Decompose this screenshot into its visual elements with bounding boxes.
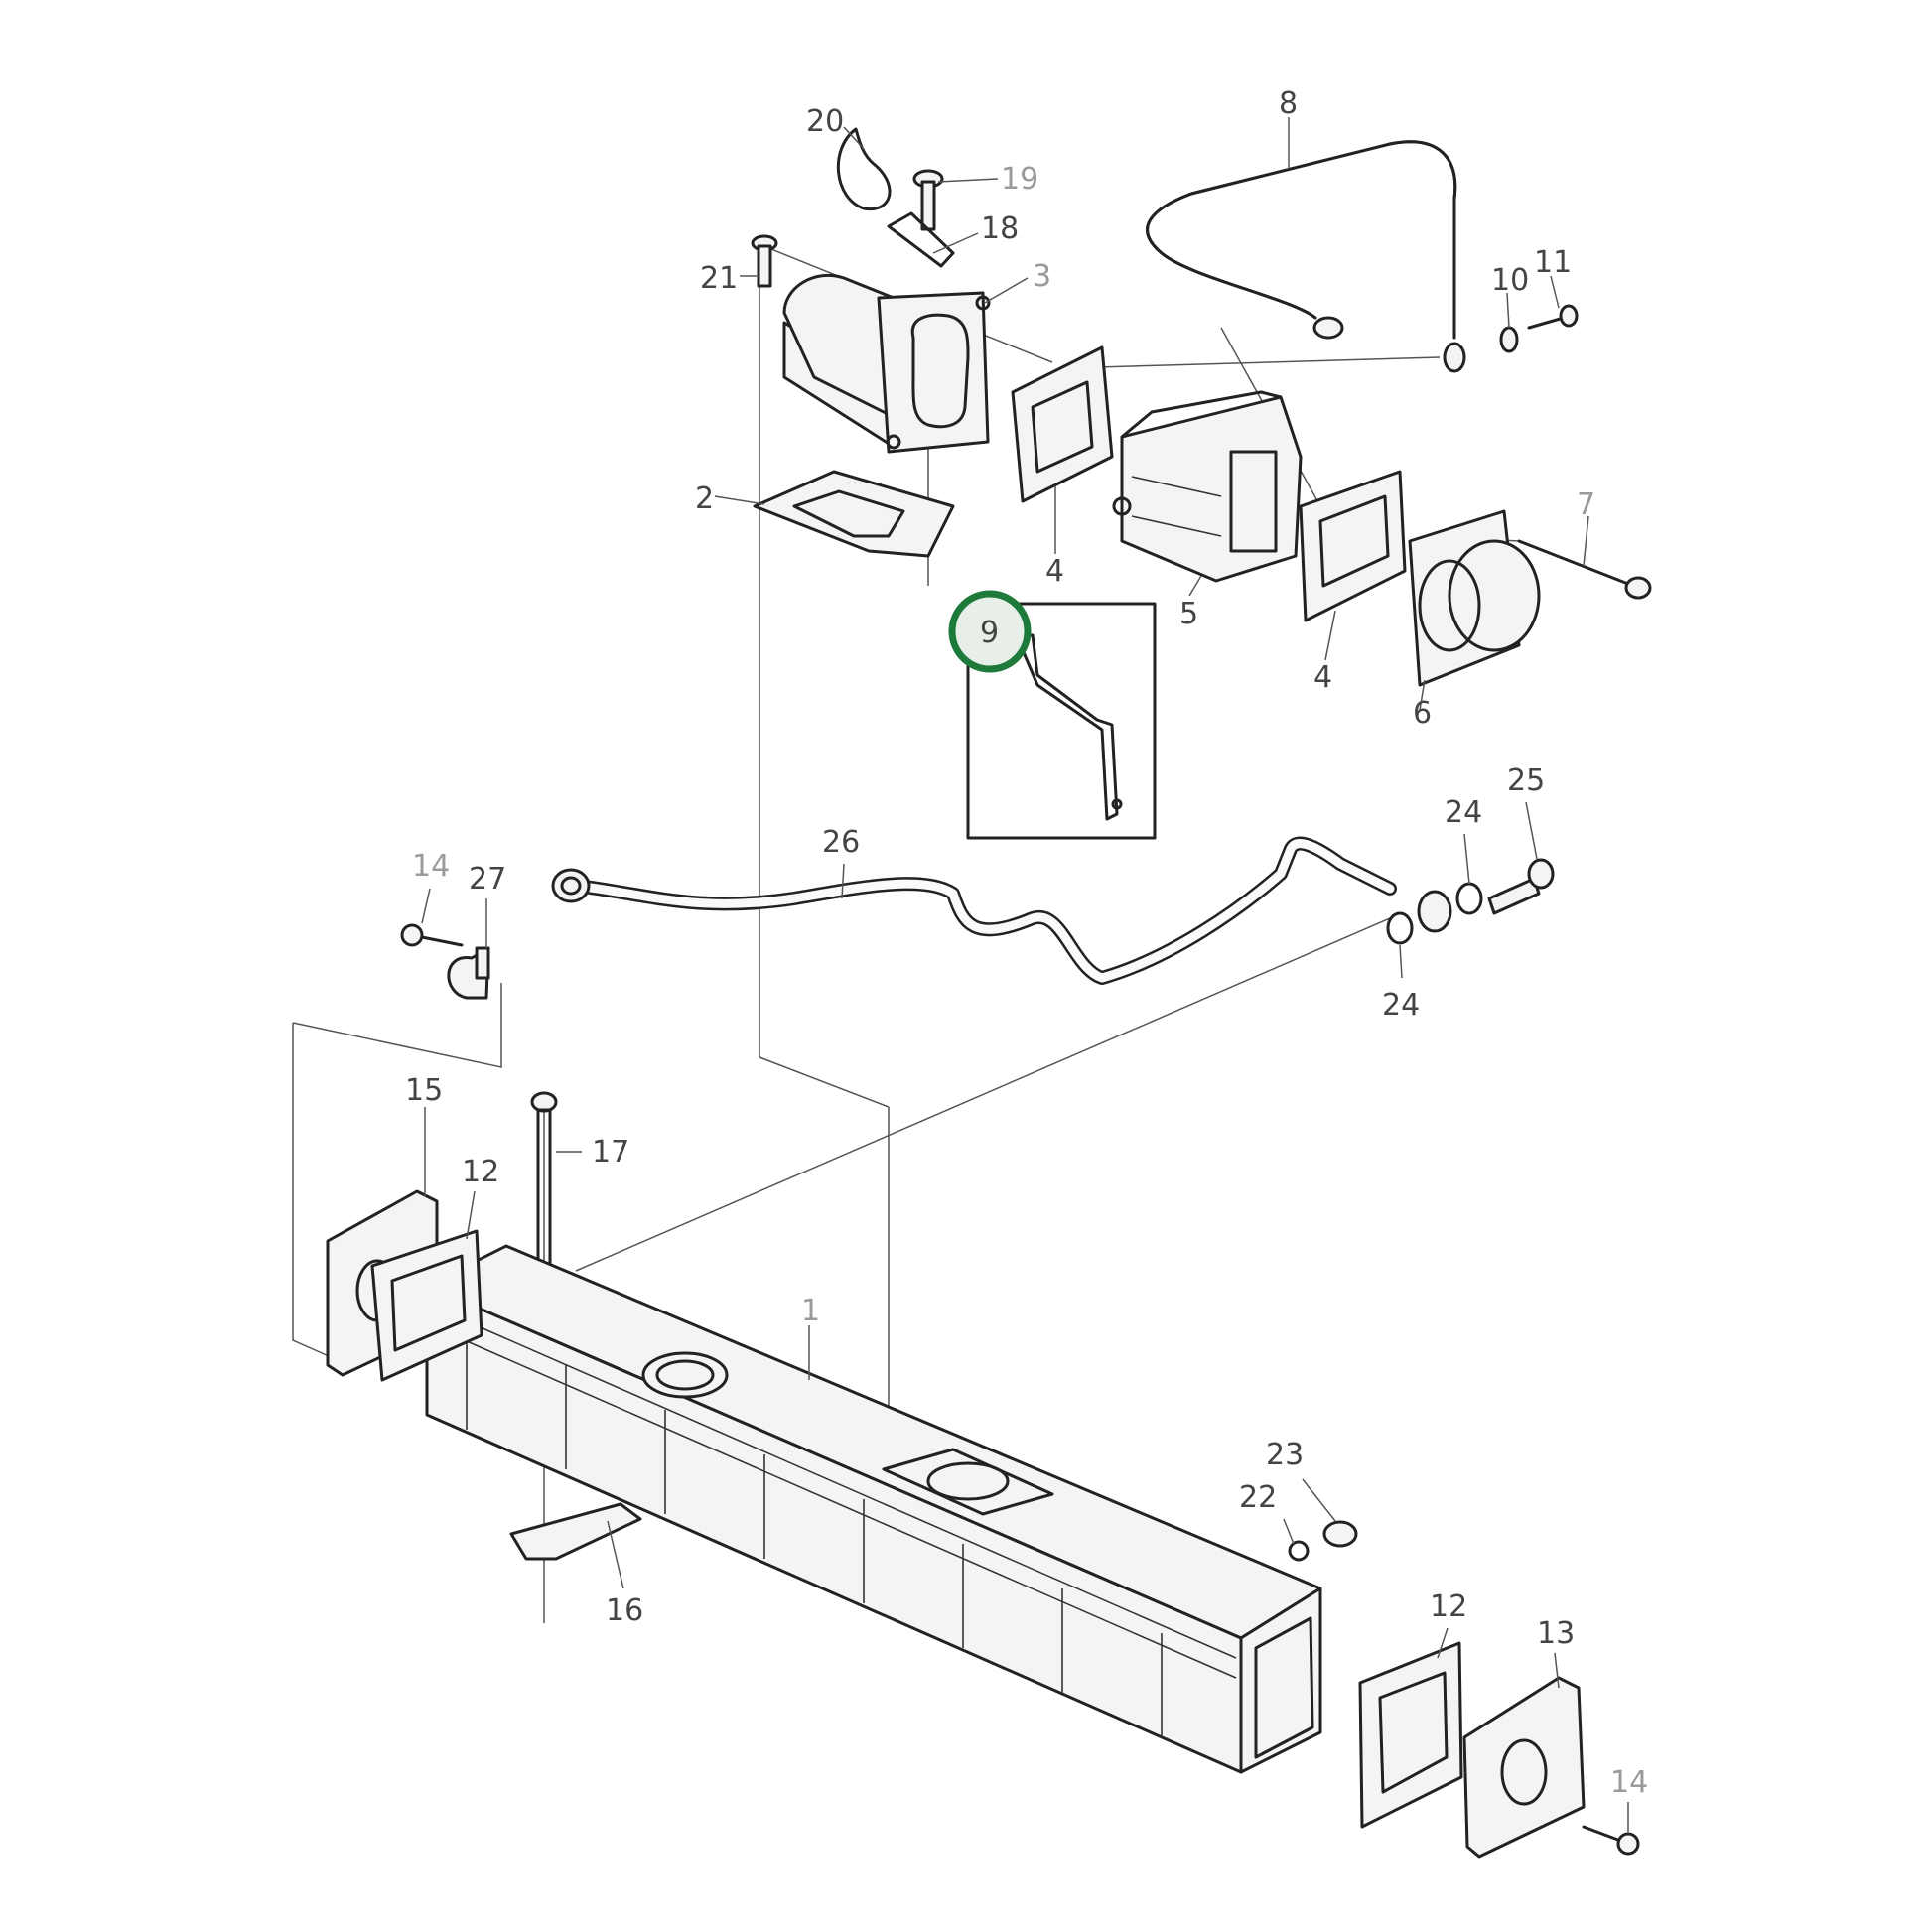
part-6-end-housing (1408, 509, 1541, 687)
callout-1: 1 (801, 1294, 820, 1328)
callout-2: 2 (695, 482, 714, 516)
part-8-cable (1146, 140, 1466, 373)
callout-13: 13 (1537, 1616, 1575, 1651)
part-23-plug (1322, 1520, 1358, 1548)
callout-17: 17 (592, 1135, 629, 1170)
callout-14-right: 14 (1610, 1765, 1648, 1800)
callout-25: 25 (1507, 763, 1545, 798)
part-1-manifold (425, 1244, 1322, 1774)
part-7-bolt (1517, 539, 1652, 600)
part-18-bracket (887, 211, 955, 268)
callout-12-right: 12 (1430, 1589, 1467, 1624)
part-14-bolt-left (400, 923, 464, 947)
part-13-end-cover (1462, 1676, 1586, 1859)
part-14-bolt-right (1582, 1825, 1640, 1856)
callout-15: 15 (405, 1073, 443, 1108)
callout-21: 21 (700, 261, 738, 296)
callout-18: 18 (981, 211, 1019, 246)
callout-9: 9 (980, 616, 999, 650)
part-9-highlight (948, 590, 1032, 673)
part-24-washer-lower (1386, 911, 1414, 945)
assembly-leader-lines (292, 242, 1520, 1623)
callout-14-left: 14 (412, 849, 450, 884)
callout-6: 6 (1413, 696, 1432, 731)
callout-8: 8 (1279, 86, 1298, 121)
part-25-banjo-bolt (1487, 858, 1555, 915)
part-3-actuator-housing (782, 273, 991, 454)
part-12-gasket-right (1358, 1641, 1463, 1829)
callout-10: 10 (1491, 263, 1529, 298)
part-22-washer (1288, 1540, 1310, 1562)
part-5-valve-block (1112, 390, 1303, 583)
part-4-gasket-left (1011, 345, 1114, 503)
callout-23: 23 (1266, 1438, 1304, 1472)
part-24-washer-upper (1455, 882, 1483, 915)
callout-22: 22 (1239, 1480, 1277, 1515)
callout-24-lower: 24 (1382, 988, 1420, 1023)
part-19-bolt (912, 169, 944, 231)
part-21-bolt (751, 234, 778, 288)
part-12-gasket-left (370, 1229, 483, 1382)
callout-20: 20 (806, 104, 844, 139)
callout-4-upper: 4 (1045, 554, 1064, 589)
callout-16: 16 (606, 1593, 643, 1628)
callout-11: 11 (1534, 245, 1572, 280)
part-11-bolt (1527, 304, 1579, 330)
callout-7: 7 (1577, 487, 1595, 522)
part-26-tube (551, 836, 1397, 985)
banjo-fitting (1417, 890, 1452, 933)
callout-19: 19 (1001, 162, 1038, 197)
callout-12-left: 12 (462, 1155, 499, 1189)
callout-26: 26 (822, 825, 860, 860)
callout-5: 5 (1179, 597, 1198, 631)
callout-labels: 20 19 18 21 3 8 10 11 2 4 5 4 6 7 9 14 2… (405, 86, 1648, 1800)
callout-4-lower: 4 (1313, 660, 1332, 695)
callout-3: 3 (1033, 259, 1051, 294)
part-4-gasket-right (1299, 470, 1407, 622)
part-20-strap (836, 127, 892, 210)
part-10-washer (1499, 326, 1519, 353)
part-9-inset (966, 602, 1157, 840)
part-16-gasket (509, 1502, 642, 1561)
callout-24-upper: 24 (1445, 795, 1482, 830)
part-2-gasket (753, 470, 955, 558)
callout-27: 27 (469, 862, 506, 897)
part-27-clamp (447, 946, 490, 1000)
callout-leaders (421, 117, 1629, 1834)
